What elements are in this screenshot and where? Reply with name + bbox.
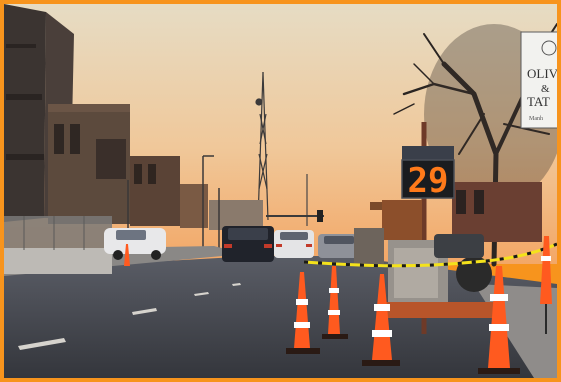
concrete-barrier [4, 216, 112, 274]
white-sedan [274, 230, 314, 258]
left-buildings [4, 4, 263, 230]
lane-markings [18, 283, 241, 350]
radio-tower [255, 71, 269, 221]
dark-suv [222, 226, 274, 262]
traffic-cone-1 [286, 272, 320, 354]
sign-line-1: OLIV [527, 66, 557, 81]
street-scene-photo: OLIV & TAT Manh [4, 4, 557, 378]
traffic-cone-5 [540, 236, 552, 334]
traffic-cone-small [124, 244, 130, 266]
caution-tape [303, 242, 557, 268]
speed-display: 29 [401, 146, 455, 201]
traffic-signal [266, 210, 324, 222]
silver-car [318, 234, 362, 258]
right-building [452, 182, 542, 242]
traffic-cone-3 [362, 274, 400, 366]
business-sign: OLIV & TAT Manh [520, 31, 557, 129]
sign-line-3: TAT [527, 94, 550, 109]
sign-line-2: & [541, 83, 550, 95]
photo-frame: OLIV & TAT Manh [4, 4, 557, 378]
white-suv [104, 228, 166, 260]
traffic-cone-4 [478, 266, 520, 374]
speed-trailer [354, 122, 494, 334]
speed-readout: 29 [408, 161, 449, 201]
sign-line-4: Manh [529, 116, 543, 122]
traffic-cone-2 [322, 266, 348, 339]
